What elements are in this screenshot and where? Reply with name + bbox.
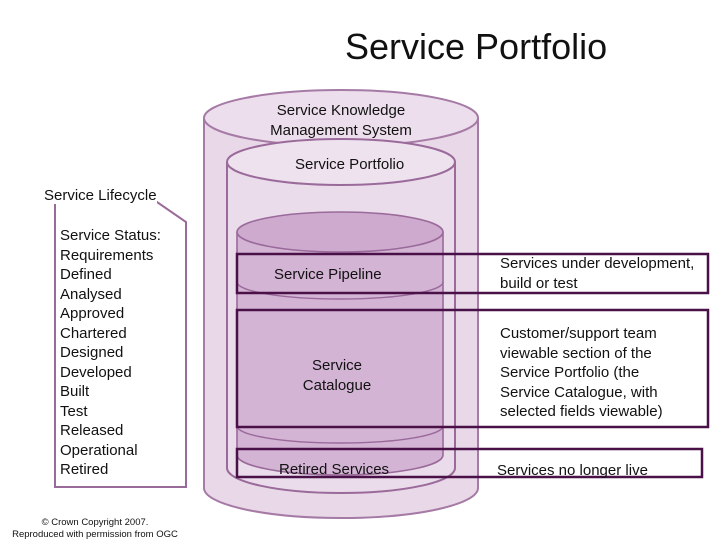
copyright-line1: © Crown Copyright 2007. — [41, 517, 149, 528]
service-catalogue-label: Service Catalogue — [277, 356, 397, 396]
pipeline-description: Services under development, build or tes… — [500, 254, 694, 293]
pipeline-description-line: Services under development, — [500, 255, 695, 272]
lifecycle-title: Service Lifecycle — [44, 187, 157, 204]
copyright-notice: © Crown Copyright 2007. Reproduced with … — [0, 517, 190, 541]
retired-services-label: Retired Services — [279, 461, 390, 478]
retired-box[interactable] — [235, 447, 704, 479]
lifecycle-item: Retired — [60, 461, 109, 478]
lifecycle-item: Analysed — [60, 285, 122, 303]
skms-label: Service Knowledge Management System — [241, 101, 441, 140]
lifecycle-item: Released — [60, 422, 124, 439]
skms-label-line1: Service Knowledge — [276, 102, 406, 119]
lifecycle-item: Operational — [60, 441, 138, 459]
pipeline-box[interactable] — [235, 252, 710, 295]
lifecycle-item: Designed — [60, 344, 124, 361]
service-catalogue-label-line2: Catalogue — [302, 377, 372, 394]
catalogue-description-line: Service Portfolio (the — [500, 364, 640, 381]
catalogue-description: Customer/support team viewable section o… — [500, 324, 663, 422]
skms-label-line2: Management System — [270, 121, 412, 139]
lifecycle-item: Service Status: — [60, 227, 161, 244]
lifecycle-status-list: Service Status: Requirements Defined Ana… — [60, 226, 161, 480]
lifecycle-item: Approved — [60, 305, 125, 322]
lifecycle-item: Built — [60, 383, 90, 400]
catalogue-description-line: viewable section of the — [500, 344, 652, 362]
catalogue-description-line: Customer/support team — [500, 325, 657, 342]
service-catalogue-label-line1: Service — [311, 357, 363, 374]
catalogue-description-line: selected fields viewable) — [500, 403, 663, 420]
page-title: Service Portfolio — [345, 26, 608, 67]
retired-description-line: Services no longer live — [497, 462, 648, 479]
lifecycle-item: Chartered — [60, 324, 127, 342]
lifecycle-item: Developed — [60, 363, 132, 381]
service-portfolio-label: Service Portfolio — [295, 156, 405, 173]
retired-description: Services no longer live — [497, 461, 648, 481]
lifecycle-item: Requirements — [60, 246, 154, 264]
catalogue-box[interactable] — [235, 308, 710, 429]
pipeline-description-line: build or test — [500, 274, 578, 292]
copyright-line2: Reproduced with permission from OGC — [12, 529, 178, 540]
lifecycle-item: Defined — [60, 266, 112, 283]
inner-cylinder — [236, 211, 444, 476]
service-pipeline-label: Service Pipeline — [274, 266, 382, 283]
lifecycle-item: Test — [60, 402, 88, 420]
catalogue-description-line: Service Catalogue, with — [500, 383, 658, 401]
